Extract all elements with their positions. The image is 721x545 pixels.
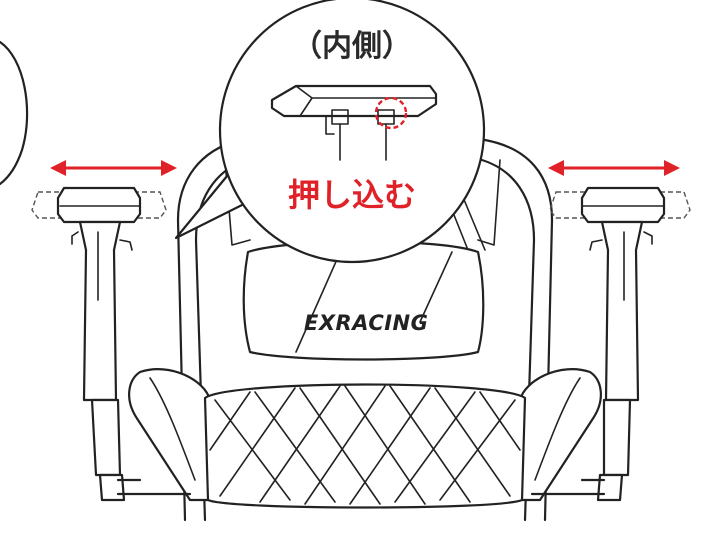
left-adjust-arrow: [50, 160, 177, 176]
previous-callout-edge: [0, 40, 29, 186]
right-armrest-pad-shifted: [549, 191, 691, 219]
left-armrest-pad: [56, 186, 142, 224]
left-armrest-post: [78, 220, 122, 402]
detail-callout: （内側） 押し込む: [174, 0, 486, 264]
dashed-circle-highlight-icon: [374, 96, 408, 130]
armrest-pad-underside: [270, 84, 438, 161]
chair-back: EXRACING: [176, 138, 554, 522]
brand-logo: EXRACING: [304, 311, 428, 335]
left-armrest-pad-shifted: [31, 191, 167, 219]
callout-title: （内側）: [292, 29, 412, 64]
right-armrest: [530, 160, 691, 502]
left-armrest: [31, 160, 192, 502]
left-seat-bolster: [128, 368, 217, 502]
callout-action-label: 押し込む: [288, 176, 416, 214]
callout-circle: [218, 0, 486, 264]
seat-main: [203, 383, 527, 509]
seat-cushion: [128, 368, 602, 509]
right-armrest-pad: [580, 186, 666, 224]
right-adjust-arrow: [548, 160, 680, 176]
right-armrest-post: [600, 220, 644, 402]
seat-quilting: [209, 385, 521, 505]
